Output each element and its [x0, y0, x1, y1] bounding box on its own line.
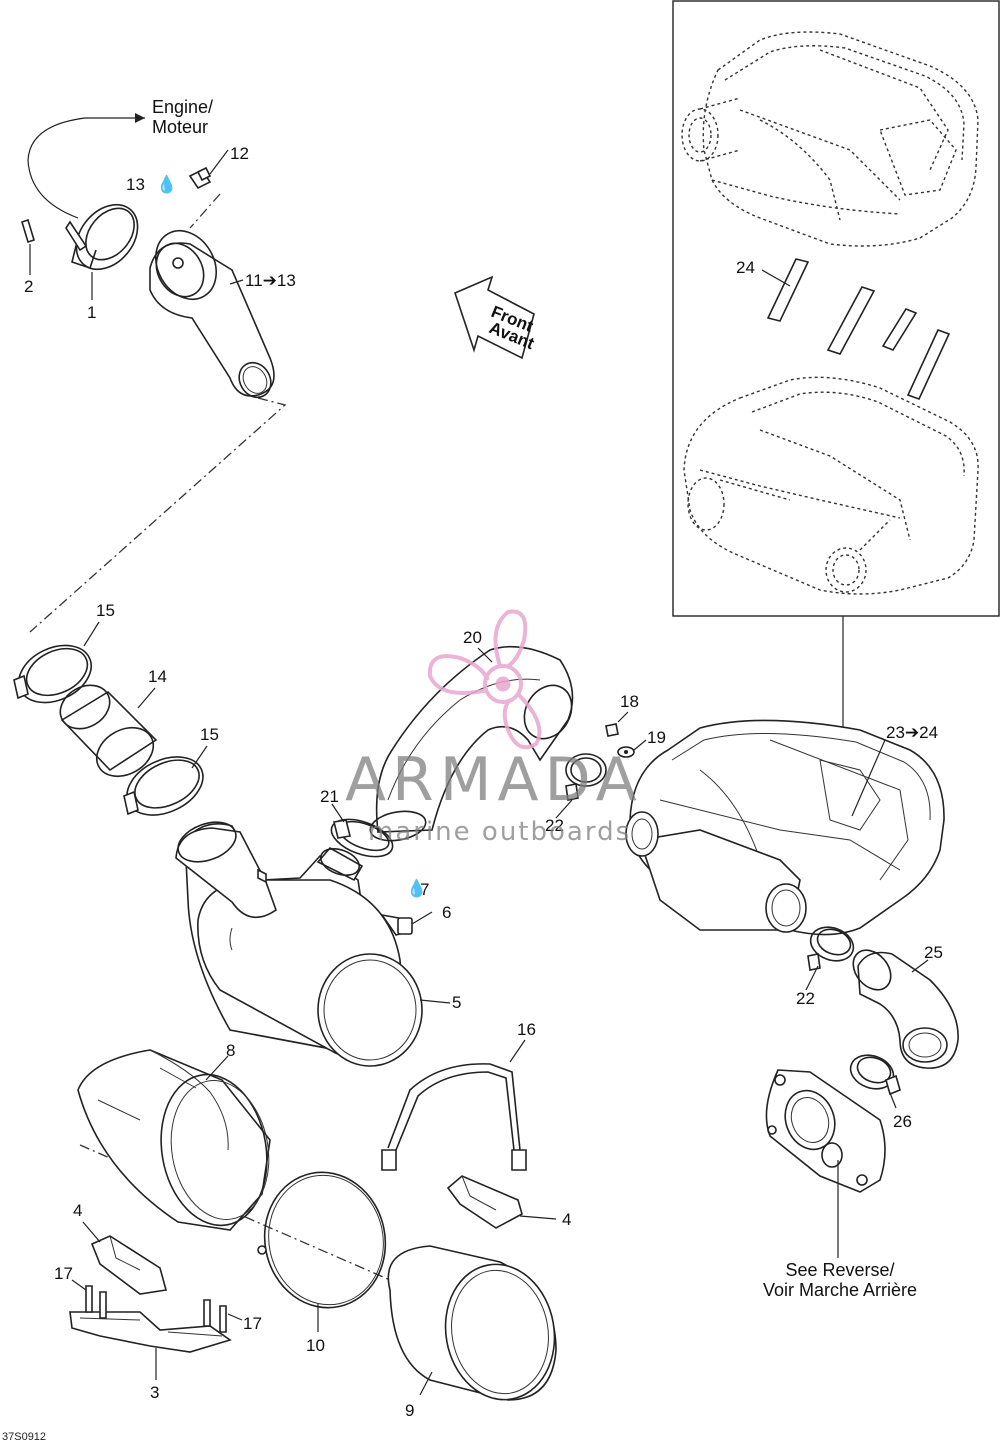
- part-15-clamp-lower: [123, 756, 204, 816]
- callout-22-upper: 22: [545, 816, 564, 835]
- callout-3: 3: [150, 1383, 159, 1402]
- engine-arrowhead: [135, 113, 145, 123]
- callout-9: 9: [405, 1401, 414, 1420]
- callout-22-lower: 22: [796, 989, 815, 1008]
- centerline-fitting: [189, 193, 221, 229]
- engine-leader: [27, 117, 145, 219]
- callout-5: 5: [452, 993, 461, 1012]
- centerline-main: [29, 397, 287, 633]
- callout-11: 11➔13: [245, 271, 296, 290]
- part-15-clamp-upper: [13, 644, 92, 704]
- callout-24: 24: [736, 258, 755, 277]
- drop-icon-7: 💧: [406, 878, 427, 898]
- part-8-heat-shield: [77, 1049, 271, 1231]
- callout-15-upper: 15: [96, 601, 115, 620]
- callout-leaders: [29, 149, 929, 1396]
- inset-muffler-top: [681, 31, 979, 247]
- callout-4-right: 4: [562, 1210, 571, 1229]
- part-12-fitting: [188, 166, 212, 190]
- part-17-screws: [85, 1285, 227, 1333]
- inset-frame: [672, 0, 1000, 617]
- callout-18: 18: [620, 692, 639, 711]
- callout-2: 2: [24, 277, 33, 296]
- callout-12: 12: [230, 144, 249, 163]
- part-4-bracket-left: [90, 1235, 168, 1295]
- front-arrow: Front Avant: [454, 275, 537, 360]
- part-3-mount-plate: [69, 1311, 232, 1353]
- watermark-sub: marine outboards: [368, 817, 631, 847]
- drop-icon-13: 💧: [156, 174, 177, 194]
- outlet-plate: [765, 1069, 886, 1193]
- inset-muffler-bottom: [683, 376, 979, 595]
- callout-4-left: 4: [73, 1201, 82, 1220]
- reverse-note-line1: See Reverse/: [785, 1260, 894, 1280]
- callout-17-right: 17: [243, 1314, 262, 1333]
- part-26-clamp: [849, 1054, 901, 1096]
- callout-25: 25: [924, 943, 943, 962]
- callout-23: 23➔24: [886, 723, 938, 742]
- callout-26: 26: [893, 1112, 912, 1131]
- callout-8: 8: [226, 1041, 235, 1060]
- watermark-brand: ARMADA: [345, 745, 643, 815]
- part-20-hose: [369, 645, 574, 842]
- callout-19: 19: [647, 728, 666, 747]
- callout-17-left: 17: [54, 1264, 73, 1283]
- callout-16: 16: [517, 1020, 536, 1039]
- callout-14: 14: [148, 667, 167, 686]
- part-18-screw: [605, 723, 619, 737]
- engine-note-line2: Moteur: [152, 117, 208, 137]
- reverse-note-line2: Voir Marche Arrière: [763, 1280, 917, 1300]
- part-10-band: [257, 1171, 387, 1309]
- part-14-sleeve: [59, 684, 158, 778]
- part-5-muffler: [175, 821, 423, 1067]
- callout-13: 13: [126, 175, 145, 194]
- watermark-propeller-icon: [427, 609, 542, 750]
- part-9-end-cover: [387, 1245, 557, 1401]
- part-21-clamp: [330, 818, 394, 858]
- callout-20: 20: [463, 628, 482, 647]
- callout-labels: 1 2 3 4 4 5 6 7 8 9 10 11➔13 12 13 14 15…: [24, 144, 943, 1420]
- rubber-strips: [766, 258, 951, 401]
- callout-21: 21: [320, 787, 339, 806]
- part-23-muffler: [625, 719, 945, 936]
- figure-code: 37S0912: [2, 1431, 46, 1443]
- part-22-clamp-upper: [565, 753, 607, 801]
- engine-note-line1: Engine/: [152, 97, 213, 117]
- callout-15-lower: 15: [200, 725, 219, 744]
- part-4-bracket-right: [446, 1175, 523, 1229]
- callout-7: 7: [420, 880, 429, 899]
- callout-10: 10: [306, 1336, 325, 1355]
- part-6-sensor: [380, 913, 413, 936]
- part-16-strap: [381, 1063, 527, 1171]
- watermark: ARMADA marine outboards: [345, 609, 643, 847]
- part-11-exhaust-pipe: [149, 230, 275, 399]
- part-25-elbow: [852, 949, 959, 1069]
- callout-6: 6: [442, 903, 451, 922]
- part-1-clamp: [65, 203, 139, 271]
- callout-1: 1: [87, 303, 96, 322]
- part-2-pin: [21, 218, 35, 244]
- part-19-washer: [617, 746, 635, 758]
- part-22-clamp-lower: [807, 926, 855, 971]
